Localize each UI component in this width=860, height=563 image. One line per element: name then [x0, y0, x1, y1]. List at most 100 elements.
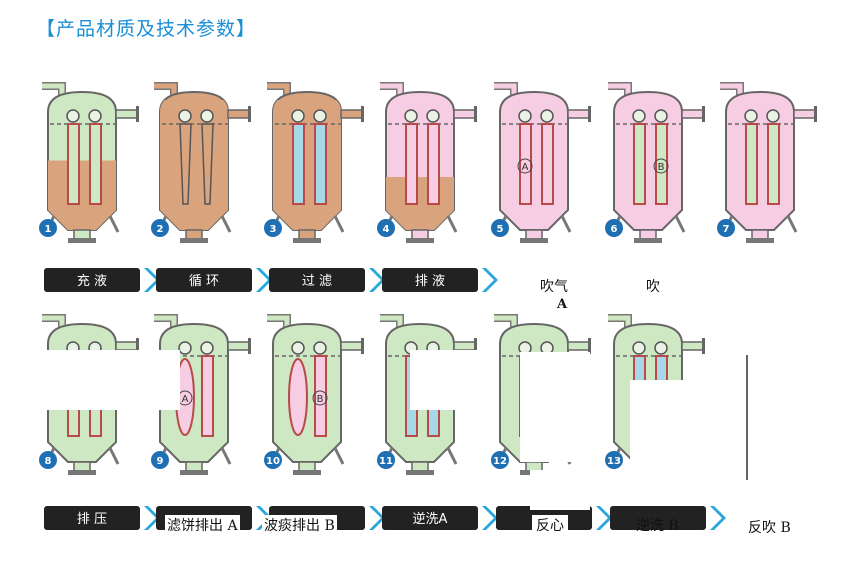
- step-label-bar: [382, 506, 478, 530]
- step-number: 12: [493, 456, 507, 467]
- step-label-bar: [382, 268, 478, 292]
- element-head: [404, 109, 418, 123]
- element-head: [66, 109, 80, 123]
- leg: [446, 215, 458, 233]
- blow-a-sub-label: A: [557, 297, 568, 312]
- vessel-body: [613, 90, 683, 231]
- side-outlet: [567, 109, 591, 119]
- filter-element: [541, 123, 554, 205]
- backwash-b-label: 逆洗 B: [636, 518, 679, 534]
- vessel-body: [499, 90, 569, 231]
- vessel-body: [725, 90, 795, 231]
- side-outlet: [115, 109, 139, 119]
- element-head: [540, 109, 554, 123]
- side-outlet: [340, 109, 364, 119]
- blow-a-label: 吹气: [540, 279, 568, 295]
- leg: [108, 447, 120, 465]
- discharge-b-label: 波痰排出 B: [262, 515, 337, 535]
- element-head: [200, 109, 214, 123]
- blank-area: [530, 470, 590, 510]
- step-label-bar: [44, 506, 140, 530]
- step-number: 9: [157, 456, 164, 467]
- filter-element: [89, 123, 102, 205]
- filter-element: [427, 123, 440, 205]
- filter-element: [655, 123, 668, 205]
- liquid-fill: [160, 100, 228, 230]
- step-number: 1: [45, 224, 52, 235]
- step-label-4: 排 液: [382, 268, 498, 292]
- step-number-circle: [39, 219, 57, 237]
- blow-label: 吹: [646, 279, 660, 295]
- step-number: 8: [45, 456, 52, 467]
- element-head: [654, 109, 668, 123]
- side-outlet: [340, 341, 364, 351]
- filter-element: [633, 123, 646, 205]
- chevron-icon: [482, 506, 498, 530]
- step-label-text: 循 环: [189, 274, 219, 289]
- chevron-icon: [256, 268, 272, 292]
- step-label-text: 逆洗A: [413, 511, 448, 527]
- side-outlet: [453, 341, 477, 351]
- step-number: 6: [611, 224, 618, 235]
- chevron-icon: [596, 506, 612, 530]
- step-number-circle: [491, 451, 509, 469]
- element-marker-label: B: [317, 394, 324, 405]
- step-number: 5: [497, 224, 504, 235]
- vessel-1: 1: [39, 82, 139, 243]
- side-outlet: [453, 109, 477, 119]
- blank-area: [520, 352, 590, 462]
- blank-area: [410, 350, 490, 410]
- page-title: 【产品材质及技术参数】: [36, 18, 257, 40]
- filter-element: [201, 123, 214, 205]
- side-outlet: [793, 109, 817, 119]
- element-head: [178, 109, 192, 123]
- side-outlet: [681, 341, 705, 351]
- step-number: 7: [723, 224, 730, 235]
- element-marker: [653, 158, 669, 174]
- element-head: [632, 341, 646, 355]
- element-head: [744, 109, 758, 123]
- side-outlet: [227, 109, 251, 119]
- element-marker-label: B: [658, 162, 665, 173]
- chevron-icon: [369, 268, 385, 292]
- vessel-5: A5: [491, 82, 591, 243]
- step-label-bar: [44, 268, 140, 292]
- step-label-text: 排 压: [77, 512, 107, 527]
- element-head: [766, 109, 780, 123]
- element-marker-label: A: [182, 394, 189, 405]
- liquid-fill: [386, 177, 454, 230]
- element-head: [200, 341, 214, 355]
- element-head: [518, 109, 532, 123]
- reverse-blow-b-label: 反吹 B: [748, 520, 791, 536]
- step-label-text: 过 滤: [302, 274, 332, 289]
- element-head: [178, 341, 192, 355]
- blank-area: [630, 380, 690, 480]
- element-head: [313, 341, 327, 355]
- leg: [333, 215, 345, 233]
- element-marker-label: A: [522, 162, 529, 173]
- leg: [108, 215, 120, 233]
- step-number-circle: [39, 451, 57, 469]
- step-label-8: 排 压: [44, 506, 160, 530]
- element-marker: [312, 390, 328, 406]
- vessel-2: 2: [151, 82, 251, 243]
- step-number: 4: [383, 224, 390, 235]
- side-outlet: [567, 341, 591, 351]
- step-number-circle: [264, 219, 282, 237]
- vessel-3: 3: [264, 82, 364, 243]
- step-label-bar: [156, 268, 252, 292]
- step-label-bar: [269, 268, 365, 292]
- vessel-10: B 10: [264, 314, 364, 475]
- filter-element: [745, 123, 758, 205]
- step-number-circle: [377, 451, 395, 469]
- leg: [674, 215, 686, 233]
- vessel-6: B6: [605, 82, 705, 243]
- leg: [786, 215, 798, 233]
- step-label-text: 充 液: [77, 273, 107, 289]
- filter-element: [201, 355, 214, 437]
- side-outlet: [227, 341, 251, 351]
- leg: [560, 215, 572, 233]
- leg: [333, 447, 345, 465]
- element-head: [291, 109, 305, 123]
- step-number: 10: [266, 456, 280, 467]
